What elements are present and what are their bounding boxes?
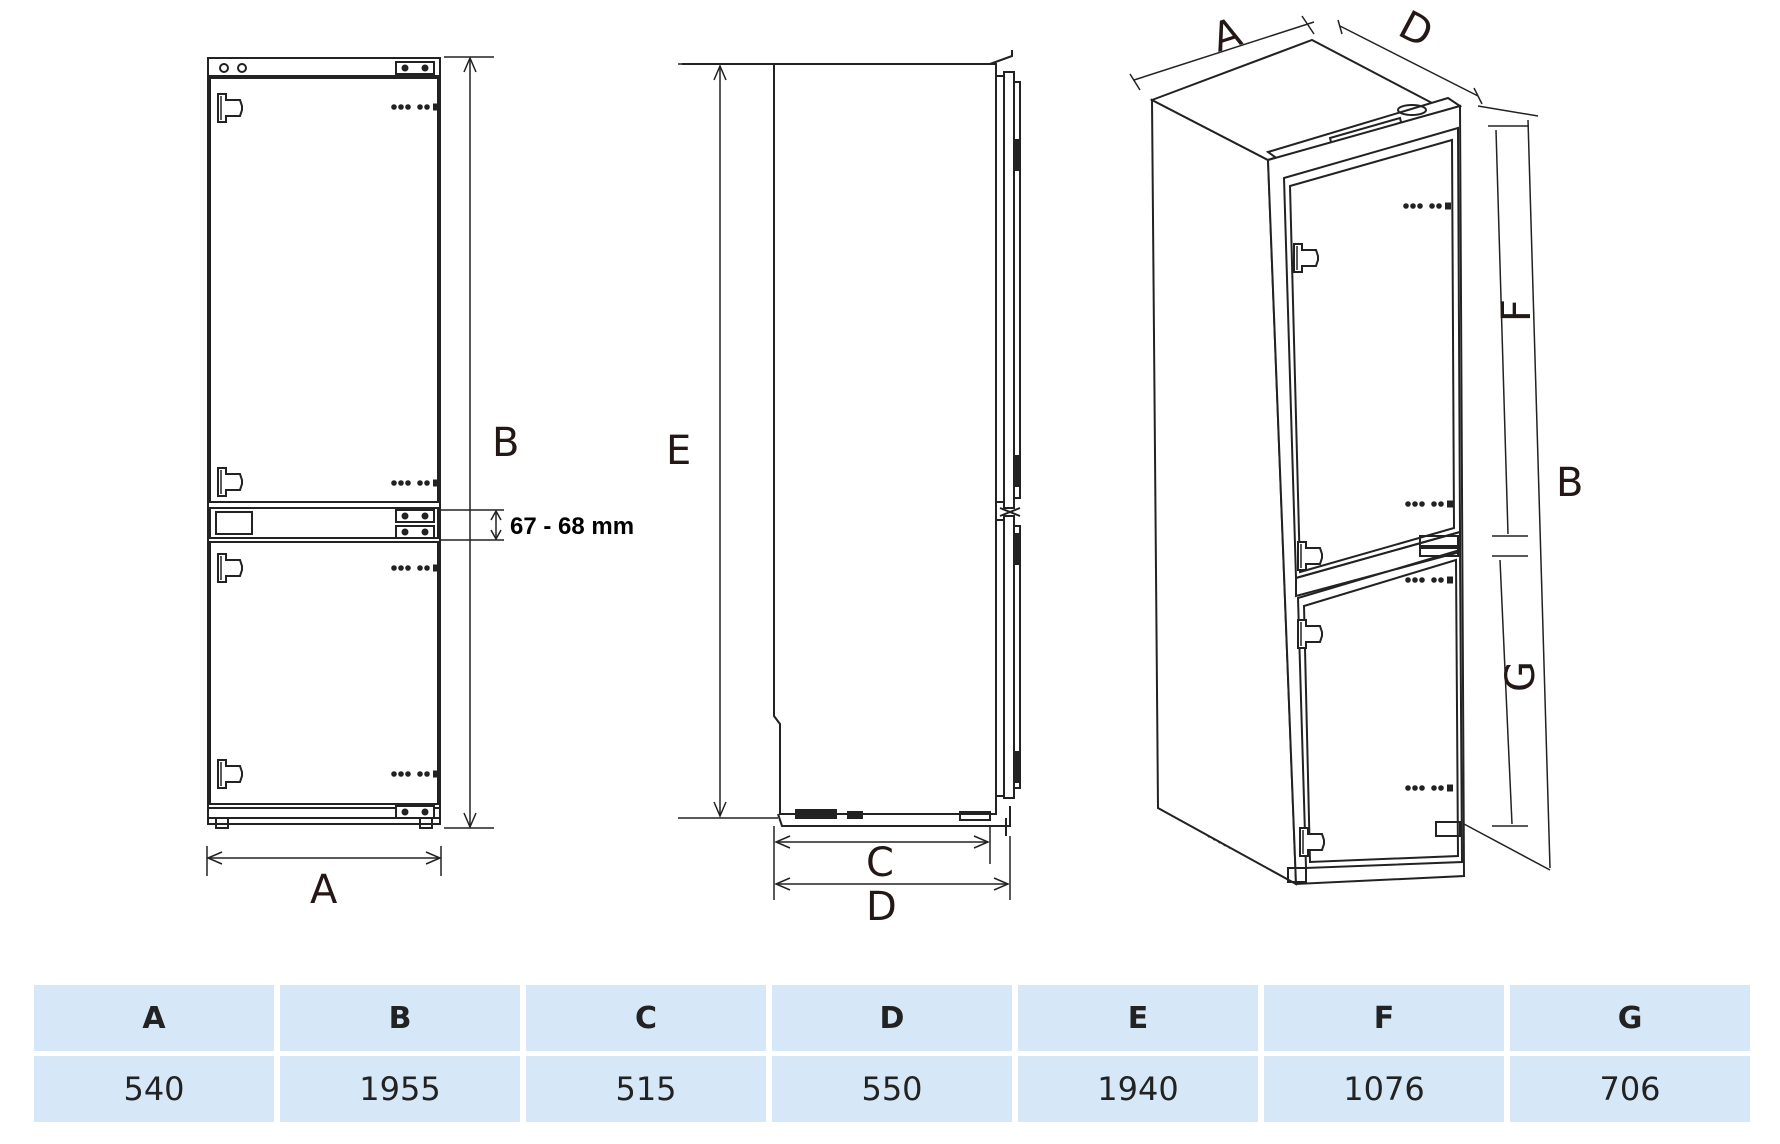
side-dimension-lines (678, 63, 1011, 900)
table-header-row: A B C D E F G (34, 985, 1750, 1051)
side-view (682, 50, 1021, 836)
header-c: C (526, 985, 766, 1051)
header-a: A (34, 985, 274, 1051)
side-depth-d-label: D (866, 884, 897, 930)
header-b: B (280, 985, 520, 1051)
iso-height-label: B (1556, 460, 1583, 506)
header-g: G (1510, 985, 1750, 1051)
header-e: E (1018, 985, 1258, 1051)
value-g: 706 (1510, 1056, 1750, 1122)
iso-width-label: A (1207, 9, 1248, 61)
value-d: 550 (772, 1056, 1012, 1122)
front-view (207, 57, 441, 829)
gap-label: 67 - 68 mm (510, 513, 634, 540)
value-f: 1076 (1264, 1056, 1504, 1122)
table-row: 540 1955 515 550 1940 1076 706 (34, 1056, 1750, 1122)
iso-dimension-lines (1129, 15, 1551, 871)
iso-fridge-label: F (1494, 299, 1540, 322)
iso-depth-label: D (1391, 2, 1440, 57)
value-c: 515 (526, 1056, 766, 1122)
fridge-dimension-diagram: A B 67 - 68 mm (206, 2, 1583, 930)
header-d: D (772, 985, 1012, 1051)
isometric-view (1149, 38, 1466, 886)
value-e: 1940 (1018, 1056, 1258, 1122)
front-width-label: A (310, 867, 338, 913)
value-a: 540 (34, 1056, 274, 1122)
side-depth-c-label: C (866, 840, 894, 886)
header-f: F (1264, 985, 1504, 1051)
side-height-label: E (666, 428, 691, 474)
front-height-label: B (492, 420, 519, 466)
front-dimension-lines (206, 56, 504, 876)
dimension-table: A B C D E F G 540 1955 515 550 1940 1076… (28, 980, 1756, 1127)
value-b: 1955 (280, 1056, 520, 1122)
iso-freezer-label: G (1498, 661, 1544, 692)
